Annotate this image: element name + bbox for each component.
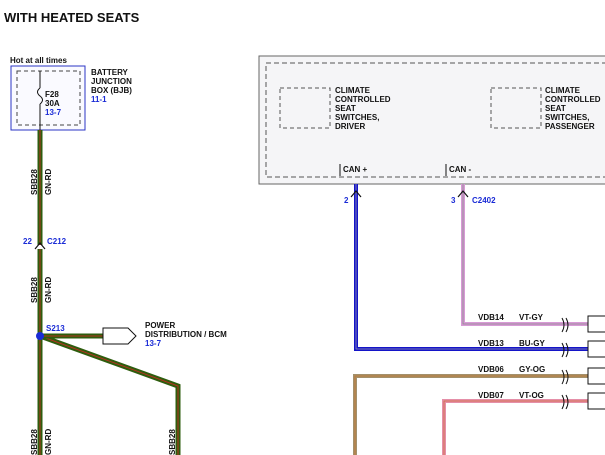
connector-c212: 22 C212 <box>23 237 67 250</box>
c2402-pin2-connector-icon <box>350 190 362 198</box>
can-plus-label: CAN + <box>343 165 368 174</box>
right-connector-vdb14 <box>587 315 605 333</box>
right-connector-vdb13 <box>587 340 605 358</box>
splice-s213-dot <box>36 332 44 340</box>
wire-sbb28-upper-id: SBB28 <box>30 169 39 195</box>
wire-vdb14-color: VT-GY <box>519 313 544 322</box>
splice-s213-label: S213 <box>46 324 65 333</box>
power-distribution-line2: DISTRIBUTION / BCM <box>145 330 227 339</box>
module-outer-box <box>258 55 605 185</box>
wire-vdb13-color: BU-GY <box>519 339 545 348</box>
page-title: WITH HEATED SEATS <box>4 10 140 25</box>
fuse-ref-label: 13-7 <box>45 108 62 117</box>
power-distribution-connector-icon <box>102 327 137 345</box>
c2402-pin3-connector-icon <box>457 190 469 198</box>
right-connector-vdb06 <box>587 367 605 385</box>
battery-junction-box: Hot at all times F28 30A 13-7 BATTERY JU… <box>10 56 132 131</box>
connector-c212-pin: 22 <box>23 237 32 246</box>
bjb-name-line1: BATTERY <box>91 68 129 77</box>
power-distribution-ref: 13-7 <box>145 339 162 348</box>
right-connector-vdb07 <box>587 392 605 410</box>
passenger-label-line5: PASSENGER <box>545 122 595 131</box>
wire-vdb07-color: VT-OG <box>519 391 544 400</box>
wire-vdb13-id: VDB13 <box>478 339 504 348</box>
wire-sbb28-upper-color: GN-RD <box>44 169 53 195</box>
passenger-label-line2: CONTROLLED <box>545 95 601 104</box>
driver-label-line2: CONTROLLED <box>335 95 391 104</box>
passenger-switch-box <box>490 87 542 129</box>
wire-sbb28-mid-color: GN-RD <box>44 277 53 303</box>
twisted-pair-marks-icon <box>561 317 569 410</box>
wire-vdb14-id: VDB14 <box>478 313 504 322</box>
driver-label-line1: CLIMATE <box>335 86 371 95</box>
wire-vdb06-color: GY-OG <box>519 365 545 374</box>
driver-label-line4: SWITCHES, <box>335 113 379 122</box>
connector-c212-name: C212 <box>47 237 67 246</box>
driver-label-line5: DRIVER <box>335 122 365 131</box>
wire-sbb28-branch-right <box>39 333 181 455</box>
passenger-label-line4: SWITCHES, <box>545 113 589 122</box>
can-minus-label: CAN - <box>449 165 472 174</box>
connector-c212-icon <box>34 242 46 250</box>
passenger-label-line3: SEAT <box>545 104 566 113</box>
wire-vdb06 <box>353 374 605 455</box>
wire-vdb14 <box>461 184 605 326</box>
can-plus-pin: 2 <box>344 196 349 205</box>
driver-switch-box <box>279 87 331 129</box>
can-minus-pin: 3 <box>451 196 456 205</box>
wire-vdb06-id: VDB06 <box>478 365 504 374</box>
bjb-outer-box <box>10 65 86 131</box>
bjb-name-line2: JUNCTION <box>91 77 132 86</box>
wire-vdb13 <box>354 184 605 351</box>
wire-vdb07-id: VDB07 <box>478 391 504 400</box>
fuse-id-label: F28 <box>45 90 59 99</box>
wire-sbb28-bottom-right-id: SBB28 <box>168 429 177 455</box>
bjb-name-line3: BOX (BJB) <box>91 86 132 95</box>
bjb-hot-at-all-times-label: Hot at all times <box>10 56 67 65</box>
connector-c2402-label: C2402 <box>472 196 496 205</box>
wire-sbb28-bottom-left-id: SBB28 <box>30 429 39 455</box>
power-distribution-line1: POWER <box>145 321 175 330</box>
bjb-ref-label: 11-1 <box>91 95 107 104</box>
fuse-rating-label: 30A <box>45 99 60 108</box>
bjb-inner-dashed-box <box>16 70 81 126</box>
wire-sbb28-bottom-left-color: GN-RD <box>44 429 53 455</box>
passenger-label-line1: CLIMATE <box>545 86 581 95</box>
seat-switches-module: CLIMATE CONTROLLED SEAT SWITCHES, DRIVER… <box>258 55 605 185</box>
wire-vdb07 <box>442 399 605 455</box>
fuse-symbol-icon <box>37 87 43 105</box>
driver-label-line3: SEAT <box>335 104 356 113</box>
wire-sbb28-mid-id: SBB28 <box>30 277 39 303</box>
